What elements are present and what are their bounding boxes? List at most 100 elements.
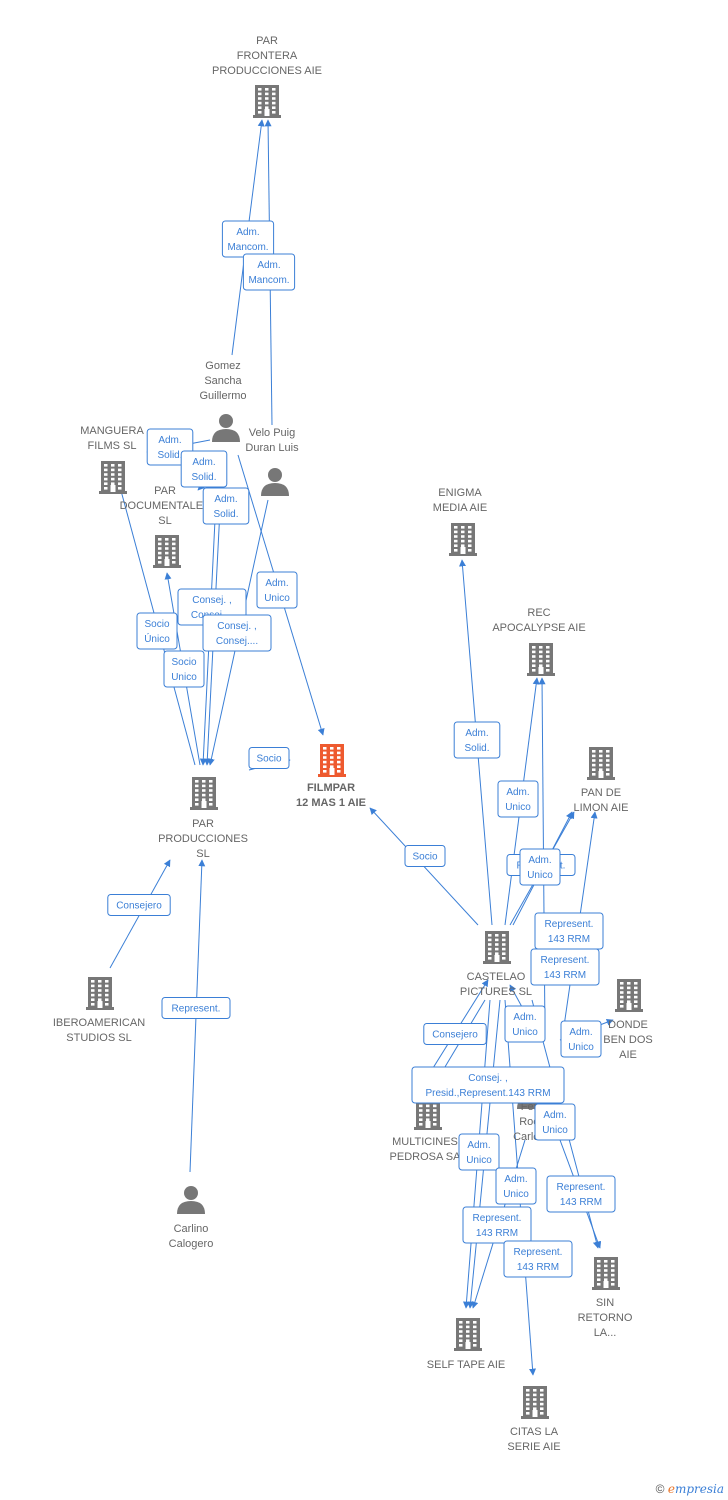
edge-label-text: Consejero [432, 1030, 478, 1041]
edge-label-text: Adm. [528, 855, 551, 866]
edge-label-box [411, 1066, 565, 1104]
edge-label-text: Unico [264, 593, 290, 604]
edge-label-box [462, 1206, 532, 1244]
person-icon [212, 414, 240, 442]
node-label: PRODUCCIONES AIE [212, 65, 322, 77]
edge-label-box [107, 894, 171, 916]
edge-label-text: Solid. [157, 450, 182, 461]
node-label: Sancha [204, 375, 242, 387]
node-enigma[interactable]: ENIGMA MEDIA AIE [433, 487, 487, 556]
edge-label-box [248, 747, 290, 769]
edge-label-box [560, 1020, 602, 1058]
node-manguera[interactable]: MANGUERA FILMS SL [80, 425, 144, 494]
edge-label-box [495, 1167, 537, 1205]
edge-label-text: Unico [568, 1042, 594, 1053]
edge-label-box [530, 948, 600, 986]
edge-label-18: Represent. 143 RRM [534, 912, 604, 950]
building-icon [521, 1386, 549, 1419]
building-icon [153, 535, 181, 568]
node-label: PAR [192, 818, 214, 830]
edge-label-text: Adm. [504, 1174, 527, 1185]
building-icon [592, 1257, 620, 1290]
edge-label-text: 143 RRM [548, 934, 590, 945]
node-label: FILMS SL [88, 440, 137, 452]
edge-label-25: Represent. 143 RRM [546, 1175, 616, 1213]
edge-label-text: Adm. [465, 728, 488, 739]
edge-label-text: Adm. [158, 435, 181, 446]
building-icon [587, 747, 615, 780]
node-label: Calogero [169, 1238, 214, 1250]
node-label: REC [527, 607, 550, 619]
edge-label-text: Unico [505, 802, 531, 813]
building-icon [99, 461, 127, 494]
edge-label-24: Adm. Unico [534, 1103, 576, 1141]
edge-label-text: Adm. [513, 1012, 536, 1023]
edge-label-21: Represent.143 RRM [530, 948, 600, 986]
edge-label-22: Consejero [423, 1023, 487, 1045]
node-label: Carlino [174, 1223, 209, 1235]
edge-label-text: Represent. [172, 1004, 221, 1015]
node-self_tape[interactable]: SELF TAPE AIE [427, 1318, 505, 1371]
edge-label-text: Adm. [543, 1110, 566, 1121]
node-label: MEDIA AIE [433, 502, 487, 514]
node-label: MANGUERA [80, 425, 144, 437]
edge-label-text: 143 RRM [560, 1197, 602, 1208]
node-label: Duran Luis [245, 442, 299, 454]
building-icon [527, 643, 555, 676]
edge-label-text: Unico [542, 1125, 568, 1136]
building-icon [615, 979, 643, 1012]
edge-label-14: Adm.Solid. [453, 721, 501, 759]
edge-labels-layer: Adm.Mancom.Adm.Mancom.Adm.Solid.Adm.Soli… [107, 220, 616, 1278]
edge-label-box [202, 614, 272, 652]
edge-label-text: Unico [512, 1027, 538, 1038]
edge-label-text: Adm. [257, 260, 280, 271]
edge-label-box [161, 997, 231, 1019]
edge-label-text: Represent. [557, 1182, 606, 1193]
node-label: IBEROAMERICAN [53, 1017, 145, 1029]
edge-label-15: Adm.Unico [497, 780, 539, 818]
edge-label-text: Adm. [236, 227, 259, 238]
edge-label-box [404, 845, 446, 867]
edge-label-text: Represent. [514, 1247, 563, 1258]
edge-label-20: Adm. Unico [504, 1005, 546, 1043]
edge-label-text: Represent. [545, 919, 594, 930]
edge-label-11: Consejero [107, 894, 171, 916]
edge-label-box [503, 1240, 573, 1278]
node-label: PAR [154, 485, 176, 497]
node-ibero[interactable]: IBEROAMERICAN STUDIOS SL [53, 977, 145, 1044]
node-label: STUDIOS SL [66, 1032, 131, 1044]
node-label: FILMPAR [307, 782, 355, 794]
edge-label-text: Unico [527, 870, 553, 881]
edge-label-text: Solid. [191, 472, 216, 483]
edge-label-text: Mancom. [248, 275, 289, 286]
edge-label-12: Represent. [161, 997, 231, 1019]
edge-label-text: Adm. [569, 1027, 592, 1038]
node-label: ENIGMA [438, 487, 482, 499]
building-icon [454, 1318, 482, 1351]
node-sin_retorno[interactable]: SINRETORNOLA... [578, 1257, 633, 1339]
edge-label-text: Adm. [192, 457, 215, 468]
edge-label-text: Único [144, 632, 170, 645]
building-icon [449, 523, 477, 556]
edge-label-17: Adm. Unico [519, 848, 561, 886]
building-icon [86, 977, 114, 1010]
copyright-symbol: © [655, 1482, 665, 1496]
edge-label-13: Socio [404, 845, 446, 867]
edge-label-text: Consej. , [217, 621, 256, 632]
node-label: RETORNO [578, 1312, 633, 1324]
